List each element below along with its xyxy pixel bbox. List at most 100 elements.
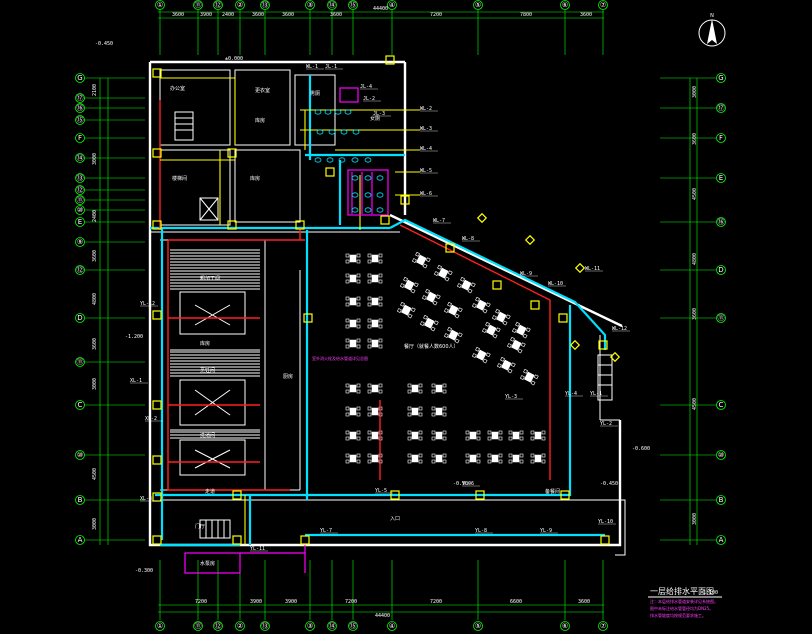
- room-main-kitchen: 厨房: [283, 373, 293, 380]
- column-marker: [152, 220, 162, 230]
- riser-label: WL-8: [462, 236, 474, 242]
- dim-bot-5: 7200: [430, 599, 442, 605]
- dim-right-1: 3000: [692, 86, 698, 98]
- riser-label: WL-2: [420, 106, 432, 112]
- dining-table-angled: [456, 276, 476, 294]
- tag-marker: [609, 351, 621, 363]
- dim-left-4: 3600: [92, 250, 98, 262]
- dining-table-angled: [396, 301, 416, 319]
- column-marker: [152, 455, 162, 465]
- dimension-texts-right: 3000 3600 4500 4800 3600 4500 3000: [692, 86, 698, 525]
- dining-table: [508, 430, 524, 441]
- riser-label: XL-1: [130, 378, 142, 384]
- riser-label: XL-3: [140, 496, 152, 502]
- dim-top-4: 3600: [252, 12, 264, 18]
- riser-label: YL-2: [600, 421, 612, 427]
- grid-col-top-9: ⑤: [475, 1, 481, 9]
- dim-left-9: 3000: [92, 518, 98, 530]
- toilet-fixture-icon: [334, 109, 342, 115]
- column-marker: [152, 68, 162, 78]
- column-marker: [227, 148, 237, 158]
- riser-label: YL-11: [250, 546, 265, 552]
- column-marker: [380, 215, 390, 225]
- toilet-fixture-icon: [326, 157, 334, 163]
- riser-label: YL-4: [565, 391, 577, 397]
- grid-row-left-18: A: [78, 536, 83, 544]
- tag-marker: [524, 234, 536, 246]
- dining-table: [345, 383, 361, 394]
- column-marker: [530, 300, 540, 310]
- dim-top-3: 2400: [222, 12, 234, 18]
- dining-table: [345, 273, 361, 284]
- dining-table-angled: [399, 276, 419, 294]
- grid-row-right-10: A: [719, 536, 724, 544]
- dim-left-5: 4800: [92, 293, 98, 305]
- dim-left-1: 2100: [92, 84, 98, 96]
- riser-label: YL-3: [505, 394, 517, 400]
- riser-label: WL-9: [520, 271, 532, 277]
- dining-table-angled: [491, 308, 511, 326]
- riser-label: WL-4: [420, 146, 432, 152]
- room-changing: 更衣室: [255, 87, 270, 94]
- grid-col-bot-4: ⑬: [262, 622, 269, 630]
- dining-table: [487, 430, 503, 441]
- riser-label: WL-6: [420, 191, 432, 197]
- toilet-fixture-icon: [314, 109, 322, 115]
- grid-col-bot-10: ⑥: [562, 622, 568, 630]
- dim-left-6: 3600: [92, 338, 98, 350]
- dim-top-1: 3600: [172, 12, 184, 18]
- dining-table: [345, 430, 361, 441]
- riser-label: WL-11: [585, 266, 600, 272]
- column-marker: [560, 490, 570, 500]
- column-marker: [303, 313, 313, 323]
- grid-row-left-3: ⑮: [77, 116, 84, 124]
- elev-5: -0.900: [453, 481, 471, 487]
- riser-label: WL-10: [548, 281, 563, 287]
- column-marker: [475, 490, 485, 500]
- column-marker: [232, 490, 242, 500]
- grid-row-left-5: ⑭: [77, 154, 84, 162]
- grid-col-top-8: ④: [389, 1, 395, 9]
- dim-right-3: 4500: [692, 188, 698, 200]
- elevation-marks: -0.450 -1.200 -0.600 -0.300 -0.900 -0.45…: [95, 41, 650, 574]
- dining-table: [407, 406, 423, 417]
- riser-label: YL-9: [540, 528, 552, 534]
- tag-marker: [574, 262, 586, 274]
- grid-col-top-10: ⑥: [562, 1, 568, 9]
- room-prep: 粗加工间: [200, 275, 220, 282]
- column-marker: [390, 490, 400, 500]
- toilet-fixture-icon: [376, 207, 384, 213]
- grid-col-bot-11: ⑦: [600, 622, 606, 630]
- column-marker: [227, 220, 237, 230]
- room-cook: 烹饪间: [200, 367, 215, 374]
- grid-row-right-0: G: [718, 74, 723, 82]
- column-marker: [152, 535, 162, 545]
- dim-top-9: 3600: [580, 12, 592, 18]
- grid-col-top-6: ⑭: [329, 1, 336, 9]
- dining-table-angled: [471, 346, 491, 364]
- dining-table-angled: [443, 301, 463, 319]
- column-marker: [325, 167, 335, 177]
- room-store1: 库房: [250, 175, 260, 182]
- column-marker: [385, 55, 395, 65]
- dimension-texts-top: 3600 3900 2400 3600 3600 3600 7200 7800 …: [172, 6, 592, 18]
- column-marker: [152, 310, 162, 320]
- dining-table: [431, 406, 447, 417]
- dining-table: [465, 430, 481, 441]
- room-water: 水泵房: [200, 560, 215, 567]
- column-marker: [492, 280, 502, 290]
- grid-col-bot-9: ⑤: [475, 622, 481, 630]
- riser-label: YL-1: [590, 391, 602, 397]
- grid-col-top-0: ①: [157, 1, 163, 9]
- grid-col-bot-3: ②: [237, 622, 243, 630]
- dim-top-7: 7200: [430, 12, 442, 18]
- dining-table: [345, 406, 361, 417]
- title-block: 一层给排水平面图 1:100 注：本层给排水管道安装详见系统图。 图中未标注给水…: [648, 586, 722, 618]
- grid-row-left-6: ⑬: [77, 174, 84, 182]
- riser-label: WL-5: [420, 168, 432, 174]
- plumbing-fixtures: [314, 109, 384, 213]
- grid-col-bot-1: ⑪: [195, 622, 202, 630]
- column-marker: [600, 535, 610, 545]
